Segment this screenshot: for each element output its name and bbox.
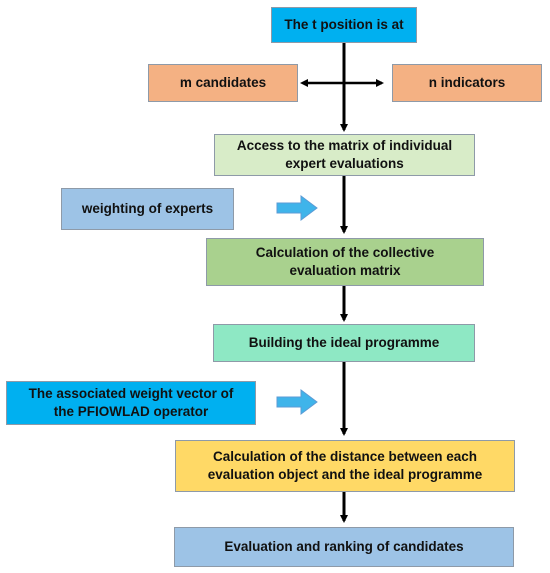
indicators-node: n indicators [392,64,542,102]
collective-matrix-node-label: Calculation of the collective evaluation… [255,244,435,278]
candidates-node: m candidates [148,64,298,102]
ideal-programme-node: Building the ideal programme [213,324,475,362]
start-node-label: The t position is at [284,16,404,32]
distance-node: Calculation of the distance between each… [175,440,515,492]
access-matrix-node: Access to the matrix of individual exper… [214,134,475,176]
weighting-experts-node-label: weighting of experts [81,200,214,216]
collective-matrix-node: Calculation of the collective evaluation… [206,238,484,286]
ideal-programme-node-label: Building the ideal programme [248,334,440,350]
ranking-node: Evaluation and ranking of candidates [174,527,514,567]
ranking-node-label: Evaluation and ranking of candidates [224,538,464,554]
block-arrow-weight-vector [276,389,318,415]
weight-vector-node-label: The associated weight vector of the PFIO… [28,385,234,419]
block-arrow-weighting [276,195,318,221]
weighting-experts-node: weighting of experts [61,188,234,230]
candidates-node-label: m candidates [179,74,267,90]
weight-vector-node: The associated weight vector of the PFIO… [6,381,256,425]
indicators-node-label: n indicators [428,74,506,90]
access-matrix-node-label: Access to the matrix of individual exper… [236,137,453,171]
start-node: The t position is at [271,7,417,43]
distance-node-label: Calculation of the distance between each… [207,448,483,482]
